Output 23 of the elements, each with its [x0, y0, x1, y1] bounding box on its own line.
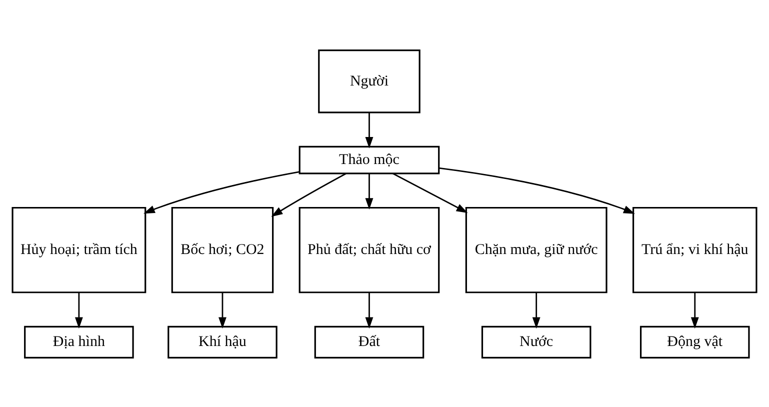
- node-box: Trú ẩn; vi khí hậu: [632, 206, 758, 293]
- arrow: [392, 172, 468, 212]
- arrow: [690, 292, 699, 328]
- arrow: [365, 173, 374, 210]
- node-box: Chặn mưa, giữ nước: [465, 206, 608, 293]
- node-box: Phủ đất; chất hữu cơ: [298, 206, 440, 293]
- arrow: [271, 172, 346, 216]
- node-box: Động vật: [640, 325, 750, 358]
- arrow: [438, 166, 635, 214]
- arrow: [365, 292, 374, 328]
- arrow: [532, 292, 540, 328]
- node-box: Địa hình: [24, 325, 134, 358]
- arrow: [74, 292, 83, 328]
- node-box: Người: [318, 48, 420, 113]
- arrow: [218, 292, 226, 328]
- node-box: Đất: [314, 325, 424, 358]
- arrow: [365, 112, 374, 148]
- arrow: [143, 170, 300, 214]
- node-box: Khí hậu: [168, 325, 278, 358]
- node-box: Nước: [481, 325, 592, 358]
- node-box: Thảo mộc: [298, 145, 440, 174]
- node-box: Bốc hơi; CO2: [171, 206, 274, 293]
- node-box: Hủy hoại; trầm tích: [12, 206, 146, 293]
